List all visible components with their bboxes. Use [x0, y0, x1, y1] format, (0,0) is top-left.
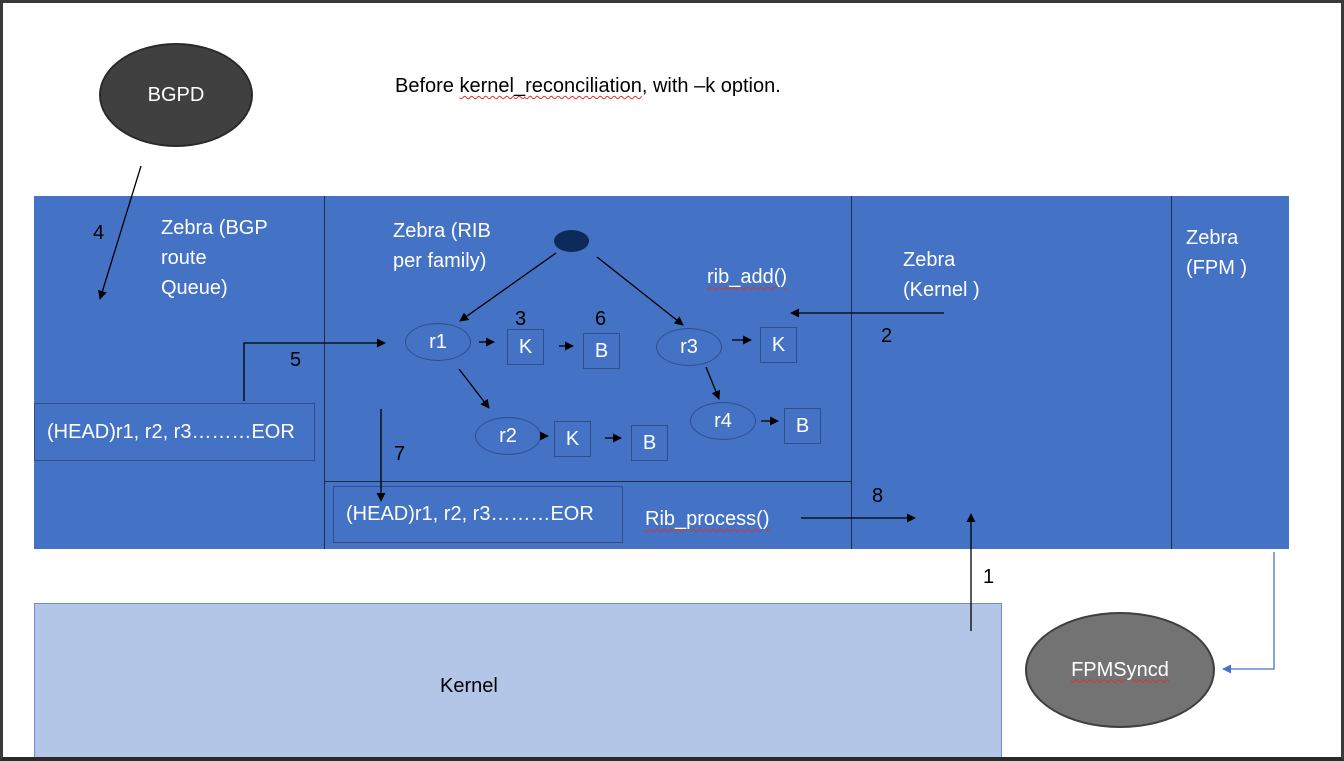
rib-process-label: Rib_process()	[645, 508, 770, 530]
step-4: 4	[93, 222, 105, 244]
route-node-r4: r4	[690, 402, 756, 440]
arrow-fpm-fpmsyncd	[1222, 552, 1275, 674]
route-node-r1: r1	[405, 323, 471, 361]
bgp-entry-r4: B	[784, 408, 821, 444]
step-5: 5	[290, 349, 302, 371]
fpmsyncd-label: FPMSyncd	[1071, 658, 1169, 681]
rib-process-queue: (HEAD)r1, r2, r3………EOR	[333, 486, 623, 543]
step-3: 3	[515, 308, 527, 330]
kernel-entry-r2: K	[554, 421, 591, 457]
step-2: 2	[881, 325, 893, 347]
divider-rib-queue	[324, 481, 851, 482]
fpmsyncd-node: FPMSyncd	[1025, 612, 1215, 728]
bgpd-node: BGPD	[99, 43, 253, 147]
kernel-box	[34, 603, 1002, 757]
zebra-rib-title: Zebra (RIB per family)	[393, 220, 491, 272]
zebra-panel	[34, 196, 1289, 549]
rib-root-node	[554, 230, 589, 252]
kernel-entry-r3: K	[760, 327, 797, 363]
divider-rib-kernel	[851, 196, 852, 549]
kernel-entry-r1: K	[507, 329, 544, 365]
zebra-bgp-title: Zebra (BGP route Queue)	[161, 217, 268, 299]
route-node-r3: r3	[656, 328, 722, 366]
zebra-fpm-title: Zebra (FPM )	[1186, 227, 1248, 279]
divider-bgp-rib	[324, 196, 325, 549]
step-1: 1	[983, 566, 995, 588]
bgp-entry-r1: B	[583, 333, 620, 369]
route-node-r2: r2	[475, 417, 541, 455]
step-8: 8	[872, 485, 884, 507]
bgp-route-queue: (HEAD)r1, r2, r3………EOR	[34, 403, 315, 461]
kernel-label: Kernel	[440, 675, 498, 697]
bgp-entry-r2: B	[631, 425, 668, 461]
divider-kernel-fpm	[1171, 196, 1172, 549]
rib-add-label: rib_add()	[707, 266, 788, 288]
zebra-kernel-title: Zebra (Kernel )	[903, 249, 980, 301]
step-6: 6	[595, 308, 607, 330]
step-7: 7	[394, 443, 406, 465]
diagram-title: Before kernel_reconciliation, with –k op…	[395, 75, 781, 97]
bgpd-label: BGPD	[147, 83, 205, 106]
